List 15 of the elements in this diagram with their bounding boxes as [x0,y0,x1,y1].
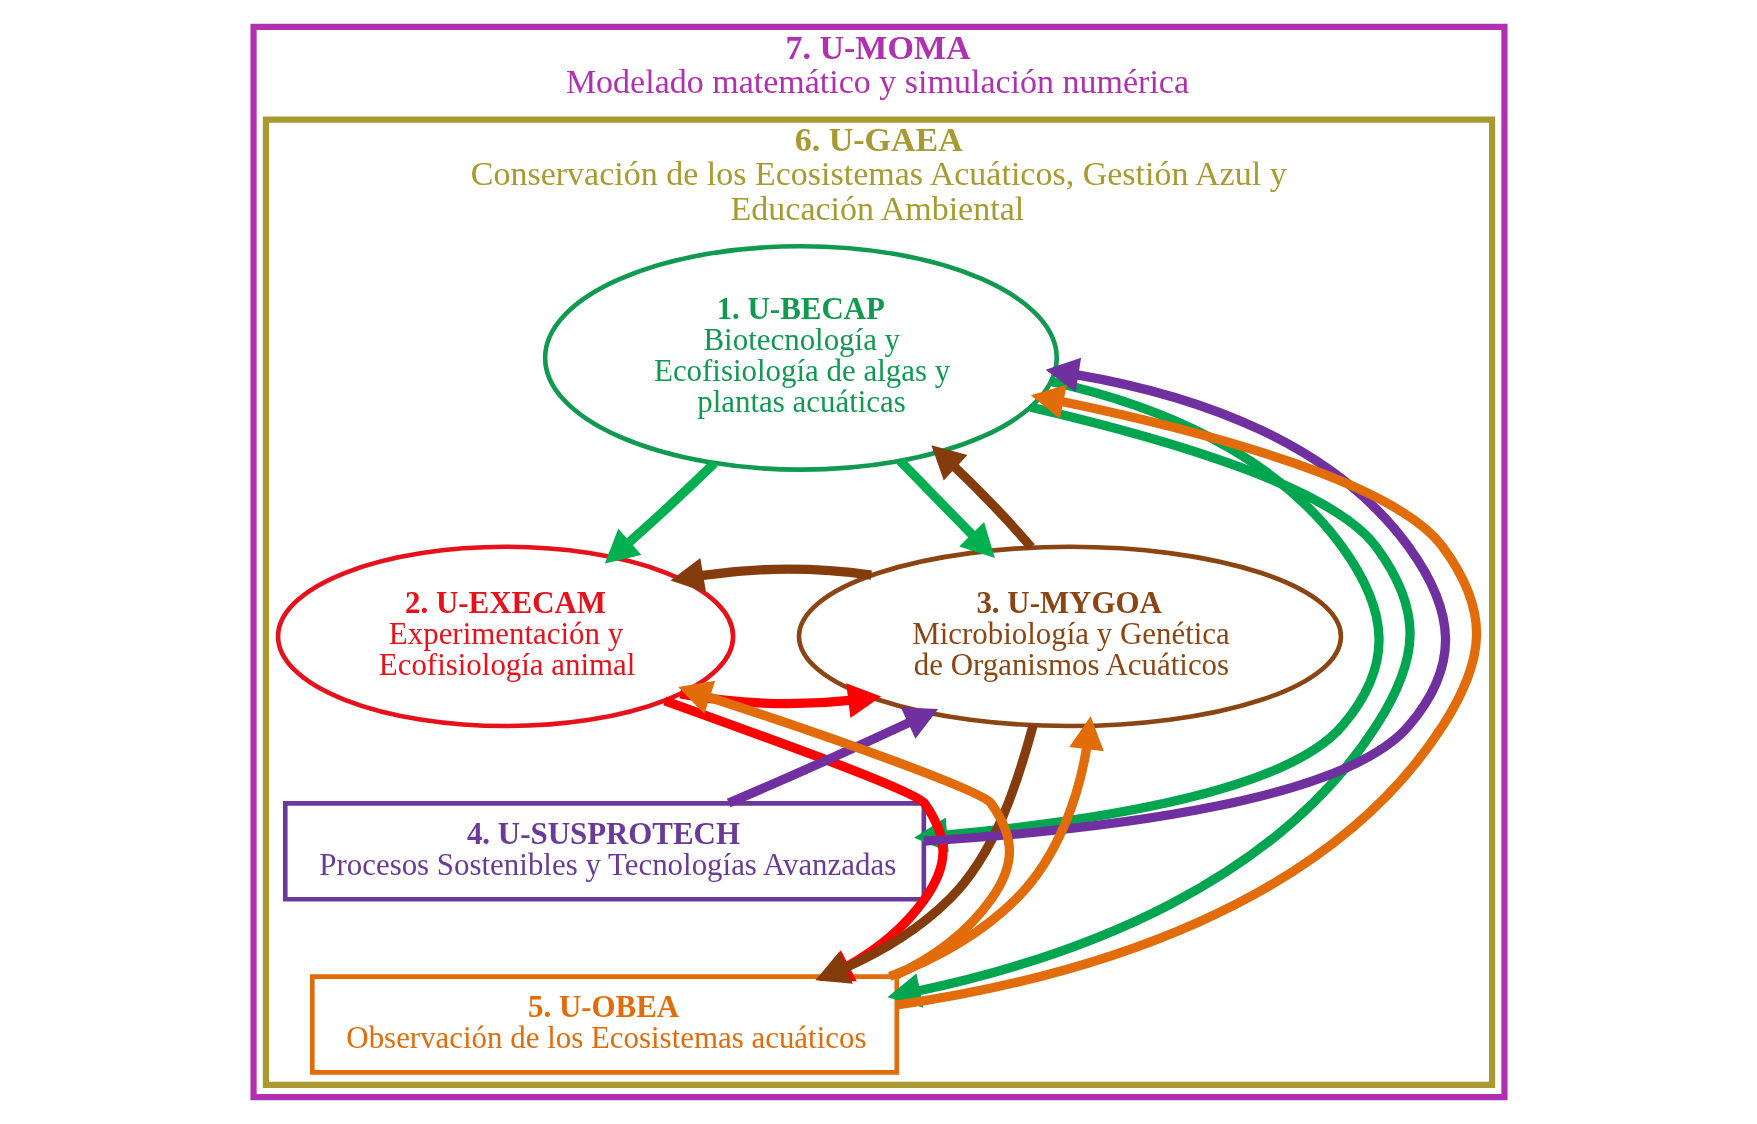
arrow [679,683,881,718]
arrow [895,384,1481,1010]
node-ellipse: 1. U-BECAP Biotecnología y Ecofisiología de algas y plantas acuáticas [542,243,1059,472]
arrow [887,402,1415,1008]
arrow [726,707,938,808]
node-box: 5. U-OBEA Observación de los Ecosistemas acuáticos [309,974,899,1075]
arrow [669,557,872,593]
arrow [604,459,718,564]
node-ellipse: 3. U-MYGOA Microbiología y Genética de Organismos Acuáticos [796,544,1343,729]
arrow [930,445,1035,551]
node-ellipse: 2. U-EXECAM Experimentación y Ecofisiología animal [275,544,735,729]
arrow [887,716,1104,981]
node-box: 4. U-SUSPROTECH Procesos Sostenibles y Tecnologías Avanzadas [282,801,926,902]
arrow [923,357,1450,846]
arrow [896,457,995,558]
